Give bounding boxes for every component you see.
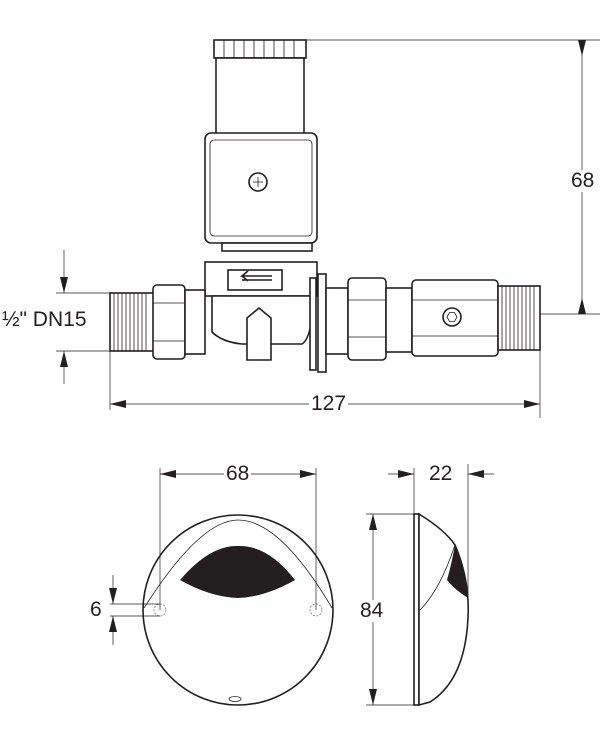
coil-cap: [213, 39, 307, 59]
valve-drain: [246, 306, 272, 361]
mount-hole-right: [309, 603, 323, 617]
cover-diameter-label: 84: [358, 599, 386, 622]
coil-body: [215, 57, 305, 137]
hole-spacing-label: 68: [224, 462, 252, 485]
sensor-window: [180, 545, 295, 598]
valve-dimensions: [56, 39, 600, 418]
mount-hole-left: [153, 603, 167, 617]
valve-height-label: 68: [569, 169, 597, 192]
left-nut: [152, 284, 186, 360]
right-thread: [497, 285, 541, 351]
left-thread: [109, 292, 155, 352]
cover-front-view: [109, 468, 334, 706]
valve-length-label: 127: [309, 392, 349, 415]
pipe-size-label: ½" DN15: [0, 308, 89, 331]
solenoid-valve: [109, 39, 541, 373]
cover-side-view: [366, 464, 494, 707]
cover-depth-label: 22: [427, 462, 455, 485]
hole-diameter-label: 6: [88, 598, 104, 621]
hex-socket-icon: [442, 307, 462, 327]
right-nut: [347, 277, 387, 361]
